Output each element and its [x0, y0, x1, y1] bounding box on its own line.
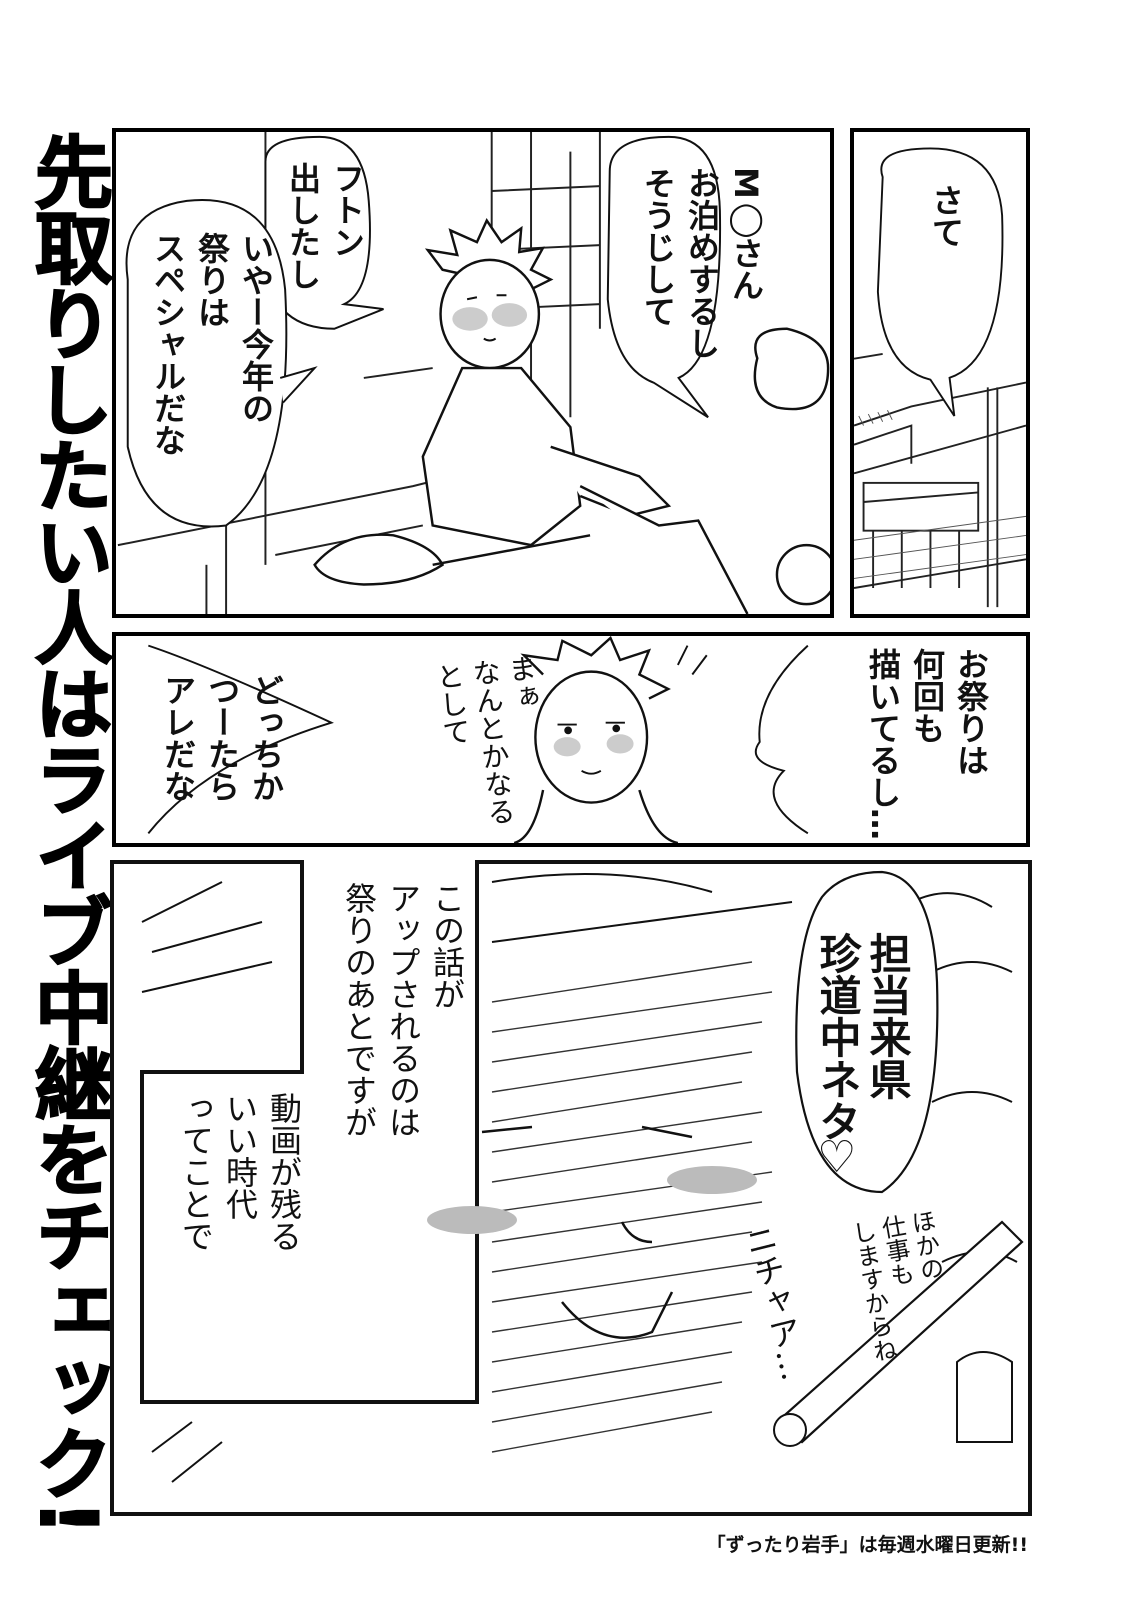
bubble-text-right: お祭りは 何回も 描いてるし…: [864, 648, 990, 840]
panel-3: お祭りは 何回も 描いてるし… まぁ なんとかなる として どっちか つーたら …: [112, 632, 1030, 847]
speech-bubble-1: [876, 147, 1004, 417]
heart-icon: ♡: [817, 1132, 857, 1183]
room-illustration: [117, 132, 830, 614]
bubble-text-3: いやー今年の 祭りは スペシャルだな: [149, 232, 275, 456]
grinning-face-illustration: [110, 860, 1032, 1516]
building-illustration: [854, 352, 1026, 608]
bubble-text-1: M◯さん お泊めするし そうじして: [639, 167, 765, 359]
bubble-text-left: どっちか つーたら アレだな: [159, 674, 285, 802]
panel-2: M◯さん お泊めするし そうじして フトン 出したし いやー今年の 祭りは スペ…: [112, 128, 834, 618]
panel-4: 担当来県 珍道中ネタ ♡ この話が アップされるのは 祭りのあとですが 動画が残…: [110, 860, 1032, 1516]
panel-1: さて: [850, 128, 1030, 618]
update-schedule-note: 「ずったり岩手」は毎週水曜日更新!!: [706, 1534, 1028, 1556]
page-title: 先取りしたい人はライブ中継をチェック!: [21, 131, 113, 1535]
bubble-text: さて: [927, 184, 965, 248]
bubble-text-bold: 担当来県 珍道中ネタ: [813, 932, 912, 1142]
speech-bubbles: [125, 135, 722, 528]
boy-face-illustration: [147, 636, 809, 843]
handwritten-text: まぁ なんとかなる として: [431, 652, 542, 828]
narration-text-2: 動画が残る いい時代 ってことで: [177, 1092, 303, 1252]
narration-text-1: この話が アップされるのは 祭りのあとですが: [340, 882, 466, 1138]
bubble-text-2: フトン 出したし: [284, 162, 366, 290]
